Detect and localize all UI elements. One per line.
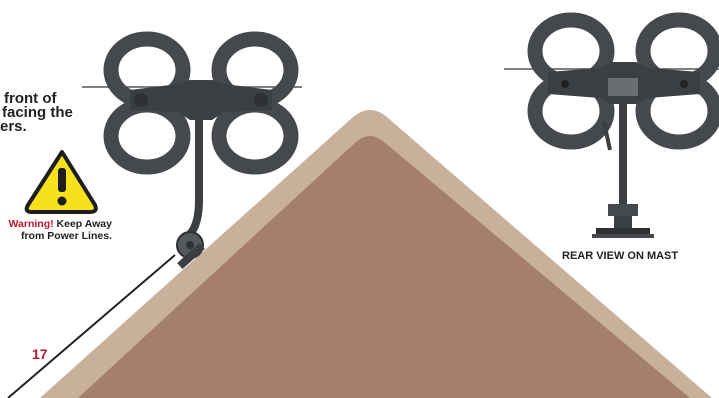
rear-view-caption: REAR VIEW ON MAST [562, 250, 679, 262]
instruction-line-2: facing the [2, 104, 73, 121]
warning-text: Keep Away [56, 218, 112, 230]
warning-triangle-icon [24, 150, 98, 214]
rear-view-antenna [504, 12, 719, 238]
warning-caption: Warning! Keep Away from Power Lines. [0, 218, 112, 242]
instruction-line-3: ers. [0, 118, 27, 135]
roof [40, 110, 712, 398]
instruction-line-1: front of [4, 90, 57, 107]
warning-text-line2: from Power Lines. [20, 230, 112, 242]
page-number: 17 [32, 346, 48, 362]
warning-highlight: Warning! [8, 218, 54, 230]
coax-cable [7, 254, 176, 398]
front-antenna [82, 31, 302, 270]
